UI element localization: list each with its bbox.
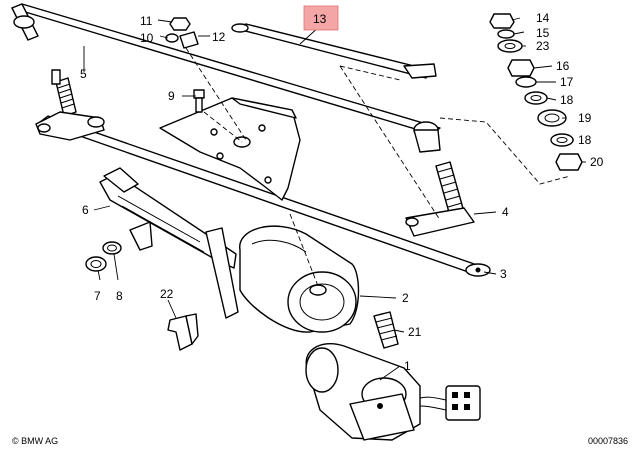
right-wiper-pivot <box>405 121 475 237</box>
gear-motor-1 <box>305 343 421 441</box>
callout-5: 5 <box>80 67 87 81</box>
grommet-7 <box>85 256 107 272</box>
callout-14: 14 <box>536 11 550 25</box>
nut-14 <box>489 13 515 29</box>
drawing-number: 00007836 <box>588 436 628 446</box>
nut-20 <box>555 153 583 171</box>
callout-4: 4 <box>502 205 509 219</box>
nut-11 <box>169 17 191 31</box>
linkage-rod-5 <box>11 3 441 135</box>
callout-1: 1 <box>404 359 411 373</box>
callout-2: 2 <box>402 291 409 305</box>
callout-23: 23 <box>536 39 550 53</box>
callout-22: 22 <box>160 287 174 301</box>
clip-22 <box>167 313 199 351</box>
callout-11: 11 <box>140 14 153 28</box>
callout-16: 16 <box>556 59 570 73</box>
callout-3: 3 <box>500 267 507 281</box>
washer-17 <box>515 76 537 88</box>
electrical-connector <box>419 385 481 421</box>
callout-13: 13 <box>313 12 327 26</box>
callout-10: 10 <box>140 31 154 45</box>
wiper-bracket-arm-6 <box>99 167 239 319</box>
washer-15 <box>497 29 515 39</box>
left-wiper-pivot <box>35 69 105 141</box>
callout-21: 21 <box>408 325 422 339</box>
grommet-8 <box>102 241 122 255</box>
callout-9: 9 <box>168 89 175 103</box>
callout-7: 7 <box>94 289 101 303</box>
callout-18a: 18 <box>560 93 574 107</box>
copyright-label: © BMW AG <box>12 436 58 446</box>
callout-15: 15 <box>536 26 550 40</box>
mounting-bracket <box>159 97 301 201</box>
washer-10 <box>165 33 179 43</box>
nut-16 <box>507 59 535 77</box>
bolt-9 <box>193 89 205 113</box>
callout-17: 17 <box>560 75 574 89</box>
callout-12: 12 <box>212 30 226 44</box>
washer-23 <box>497 39 523 53</box>
washer-18b <box>550 133 574 147</box>
bracket-12 <box>179 31 199 49</box>
callout-19: 19 <box>578 111 592 125</box>
highlight-box-13 <box>303 5 339 31</box>
callout-labels: 13 5 11 10 12 9 14 15 23 16 17 18 19 18 … <box>80 5 604 373</box>
callout-18b: 18 <box>578 133 592 147</box>
buffer-21 <box>373 311 399 349</box>
washer-18a <box>524 91 548 105</box>
callout-6: 6 <box>82 203 89 217</box>
wiper-motor-2 <box>239 225 360 333</box>
assembly-dash-lines <box>185 47 571 287</box>
callout-20: 20 <box>590 155 604 169</box>
callout-8: 8 <box>116 289 123 303</box>
link-rod-13 <box>231 23 437 79</box>
linkage-rod-lower <box>39 115 491 277</box>
leader-lines <box>83 17 586 381</box>
bushing-19 <box>537 109 567 127</box>
